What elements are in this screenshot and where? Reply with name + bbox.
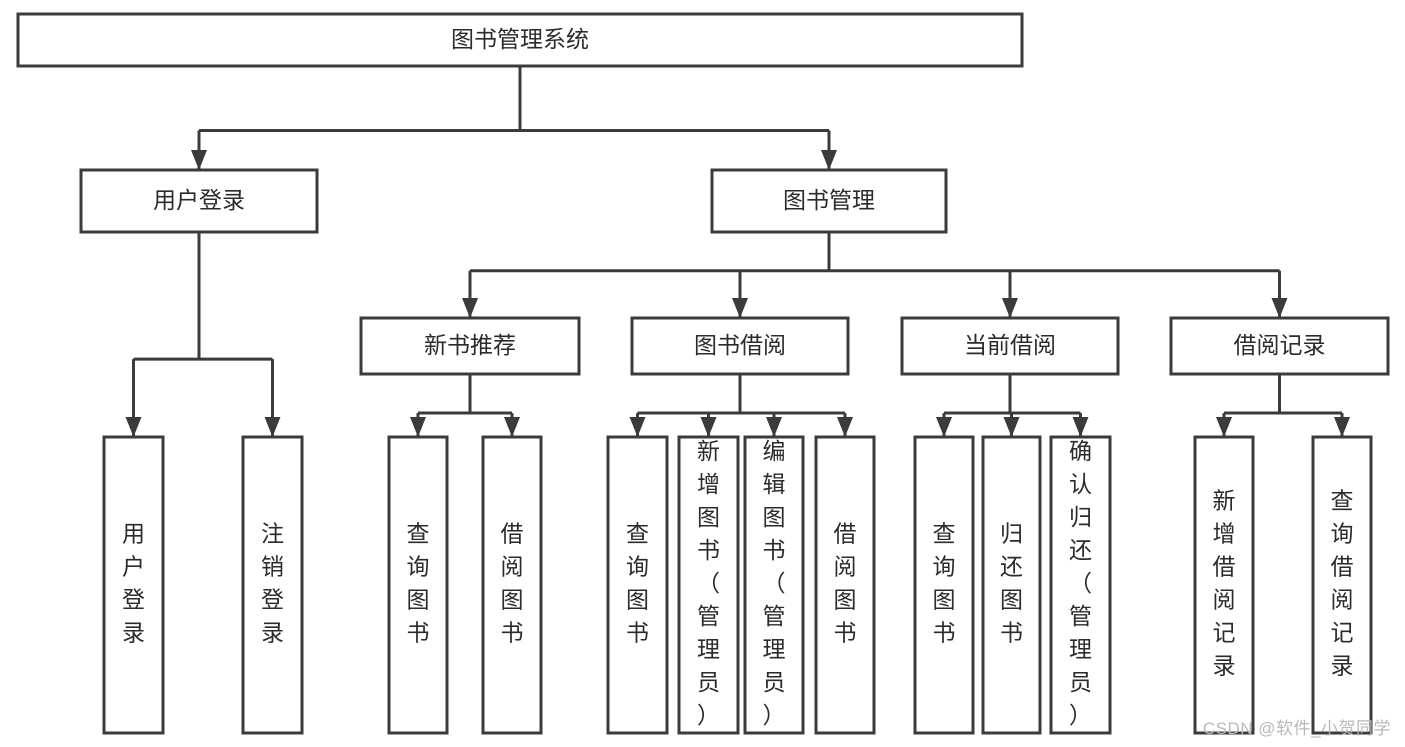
node-leaf-borrow-book-1-box[interactable] (481, 435, 543, 735)
arrow-head-icon (1216, 417, 1232, 437)
node-book-manage-box[interactable] (710, 168, 948, 234)
node-leaf-logout-box[interactable] (241, 435, 304, 735)
edge-group-user-login (125, 232, 281, 437)
arrow-head-icon (936, 417, 952, 437)
node-leaf-borrow-book-1-label: 借阅图书 (501, 521, 524, 646)
node-book-borrow-label: 图书借阅 (694, 332, 786, 358)
node-leaf-query-book-3-box[interactable] (913, 435, 975, 735)
node-leaf-query-book-2-label: 查询图书 (626, 521, 649, 646)
node-leaf-edit-book[interactable]: 编辑图书（管理员） (743, 435, 805, 735)
connectors-layer (125, 66, 1350, 437)
node-leaf-logout[interactable]: 注销登录 (241, 435, 304, 735)
node-user-login-box[interactable] (79, 168, 319, 234)
node-leaf-edit-book-label: 编辑图书（管理员） (763, 438, 786, 728)
node-leaf-query-book-2-box[interactable] (606, 435, 669, 735)
node-leaf-query-record-box[interactable] (1311, 435, 1373, 735)
node-user-login-label: 用户登录 (153, 187, 245, 213)
node-leaf-add-record-label: 新增借阅记录 (1213, 488, 1236, 679)
node-leaf-logout-label: 注销登录 (261, 521, 284, 646)
node-current-borrow-label: 当前借阅 (964, 332, 1056, 358)
arrow-head-icon (264, 417, 281, 437)
arrow-head-icon (1271, 298, 1288, 318)
node-leaf-edit-book-box[interactable] (743, 435, 805, 735)
edge-group-book-manage (462, 232, 1288, 318)
edge-group-current-borrow (936, 374, 1089, 437)
node-leaf-confirm-return-box[interactable] (1049, 435, 1112, 735)
node-borrow-record-label: 借阅记录 (1234, 332, 1326, 358)
node-leaf-confirm-return-label: 确认归还（管理员） (1069, 438, 1092, 728)
arrow-head-icon (191, 150, 207, 170)
node-leaf-query-record[interactable]: 查询借阅记录 (1311, 435, 1373, 735)
node-book-manage[interactable]: 图书管理 (710, 168, 948, 234)
node-root[interactable]: 图书管理系统 (16, 12, 1024, 68)
node-leaf-add-book-label: 新增图书（管理员） (697, 438, 720, 728)
node-leaf-query-book-1-label: 查询图书 (407, 521, 430, 646)
edge-group-root (191, 66, 837, 170)
node-leaf-query-book-1-box[interactable] (387, 435, 449, 735)
node-new-book-rec-box[interactable] (359, 316, 581, 376)
node-leaf-query-book-2[interactable]: 查询图书 (606, 435, 669, 735)
node-leaf-query-book-3[interactable]: 查询图书 (913, 435, 975, 735)
node-leaf-return-book-label: 归还图书 (1000, 521, 1023, 646)
node-leaf-user-login-label: 用户登录 (122, 521, 145, 646)
edge-group-new-book-rec (410, 374, 520, 437)
arrow-head-icon (700, 417, 717, 437)
node-user-login[interactable]: 用户登录 (79, 168, 319, 234)
node-leaf-return-book-box[interactable] (981, 435, 1042, 735)
arrow-head-icon (1002, 298, 1018, 318)
node-root-box[interactable] (16, 12, 1024, 68)
node-new-book-rec[interactable]: 新书推荐 (359, 316, 581, 376)
arrow-head-icon (821, 150, 837, 170)
node-leaf-add-record[interactable]: 新增借阅记录 (1193, 435, 1255, 735)
arrow-head-icon (125, 417, 142, 437)
arrow-head-icon (766, 417, 782, 437)
arrow-head-icon (1072, 417, 1089, 437)
node-leaf-confirm-return[interactable]: 确认归还（管理员） (1049, 435, 1112, 735)
arrow-head-icon (837, 417, 853, 437)
node-leaf-query-record-label: 查询借阅记录 (1331, 488, 1354, 679)
node-leaf-user-login-box[interactable] (102, 435, 165, 735)
node-root-label: 图书管理系统 (451, 26, 589, 52)
node-leaf-user-login[interactable]: 用户登录 (102, 435, 165, 735)
node-leaf-add-book-box[interactable] (677, 435, 740, 735)
node-leaf-borrow-book-2-box[interactable] (814, 435, 876, 735)
node-leaf-return-book[interactable]: 归还图书 (981, 435, 1042, 735)
node-borrow-record-box[interactable] (1169, 316, 1390, 376)
edge-group-borrow-record (1216, 374, 1350, 437)
arrow-head-icon (629, 417, 646, 437)
node-leaf-query-book-3-label: 查询图书 (933, 521, 956, 646)
node-new-book-rec-label: 新书推荐 (424, 332, 516, 358)
node-leaf-query-book-1[interactable]: 查询图书 (387, 435, 449, 735)
node-borrow-record[interactable]: 借阅记录 (1169, 316, 1390, 376)
edge-group-book-borrow (629, 374, 853, 437)
node-current-borrow-box[interactable] (900, 316, 1120, 376)
arrow-head-icon (1003, 417, 1020, 437)
node-leaf-borrow-book-2-label: 借阅图书 (834, 521, 857, 646)
node-book-manage-label: 图书管理 (783, 187, 875, 213)
node-book-borrow-box[interactable] (630, 316, 850, 376)
arrow-head-icon (504, 417, 520, 437)
node-book-borrow[interactable]: 图书借阅 (630, 316, 850, 376)
node-leaf-add-book[interactable]: 新增图书（管理员） (677, 435, 740, 735)
node-current-borrow[interactable]: 当前借阅 (900, 316, 1120, 376)
arrow-head-icon (1334, 417, 1350, 437)
nodes-layer: 图书管理系统用户登录图书管理新书推荐图书借阅当前借阅借阅记录用户登录注销登录查询… (16, 12, 1390, 735)
node-leaf-borrow-book-1[interactable]: 借阅图书 (481, 435, 543, 735)
node-leaf-add-record-box[interactable] (1193, 435, 1255, 735)
arrow-head-icon (410, 417, 426, 437)
node-leaf-borrow-book-2[interactable]: 借阅图书 (814, 435, 876, 735)
arrow-head-icon (462, 298, 478, 318)
arrow-head-icon (732, 298, 748, 318)
